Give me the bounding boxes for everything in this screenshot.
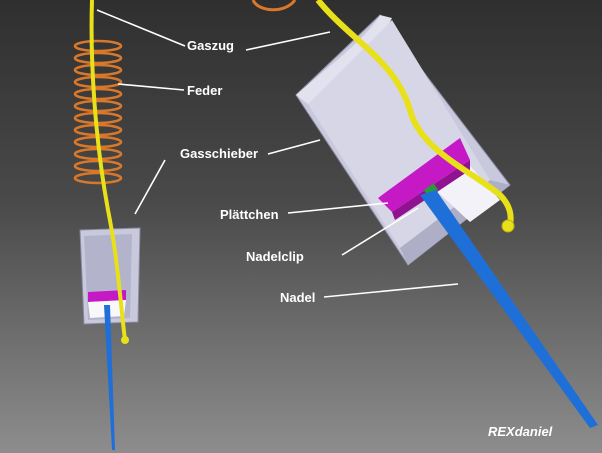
slide-small (79, 227, 141, 325)
author-credit: REXdaniel (488, 424, 553, 439)
slide-large (295, 14, 511, 266)
label-gasschieber: Gasschieber (180, 146, 259, 161)
label-nadelclip: Nadelclip (246, 249, 304, 264)
label-plaettchen: Plättchen (220, 207, 279, 222)
leader-lines (96, 9, 459, 298)
needle-small (104, 305, 115, 450)
label-feder: Feder (187, 83, 223, 98)
needle-large (420, 190, 598, 428)
cable-large (315, 0, 514, 226)
spring-small (73, 39, 123, 185)
label-gaszug: Gaszug (187, 38, 234, 53)
cable-small (89, 0, 127, 341)
label-nadel: Nadel (280, 290, 316, 305)
spring-fragment (251, 0, 297, 12)
